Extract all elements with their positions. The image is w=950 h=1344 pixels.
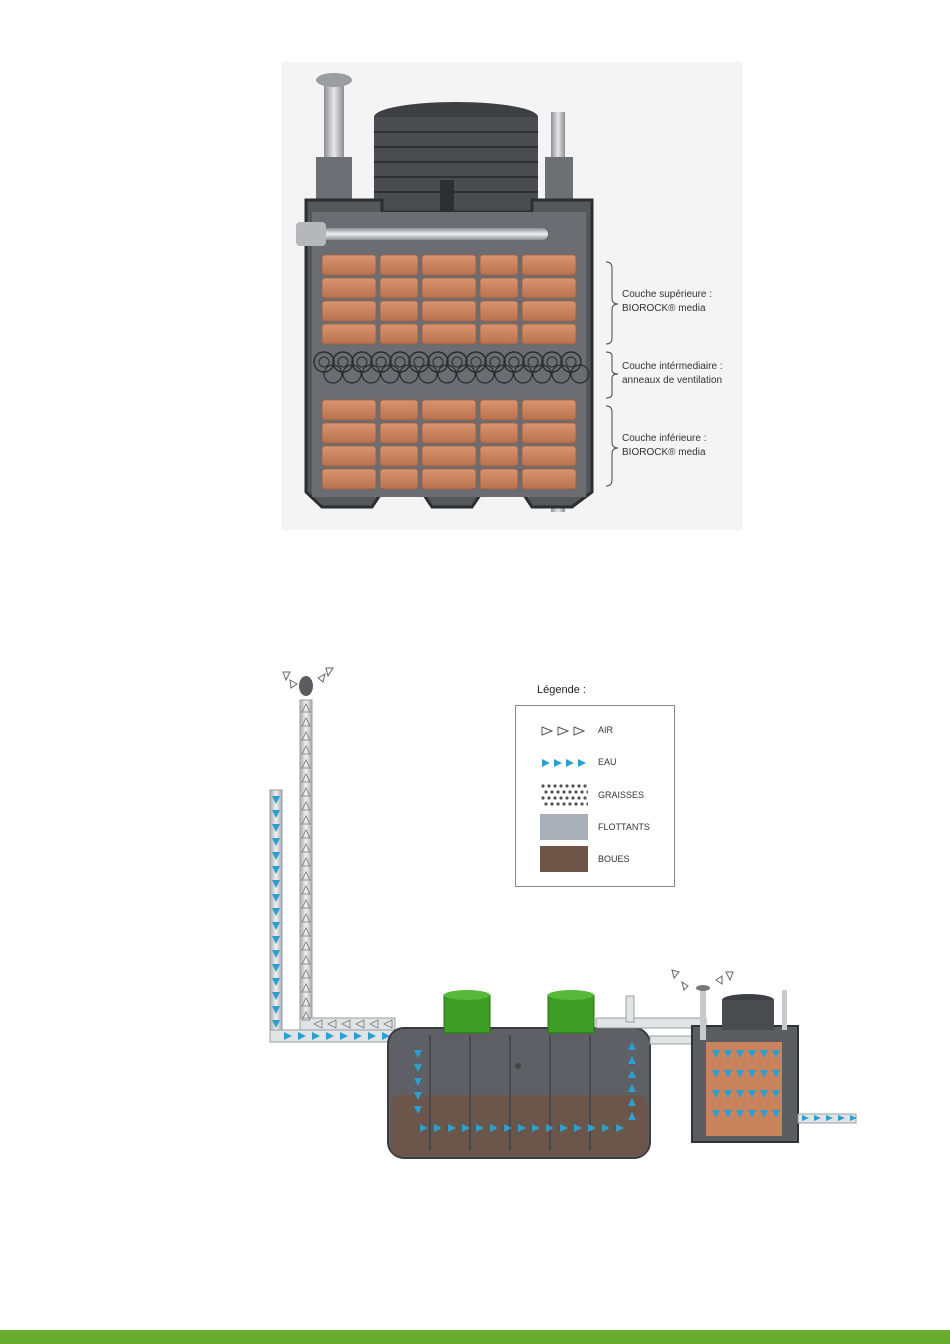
air-link-pipe — [596, 1018, 706, 1028]
vent-sleeve-left — [316, 157, 352, 202]
legend-item-sludge — [540, 846, 588, 872]
legend-label-water: EAU — [598, 757, 617, 767]
vent-sleeve-right — [545, 157, 573, 202]
distribution-pipe — [308, 228, 548, 240]
sludge-swatch — [540, 846, 588, 872]
middle-layer-label-line1: Couche intérmediaire : — [622, 360, 723, 374]
legend-item-grease — [540, 782, 588, 808]
vent-cap-left — [316, 73, 352, 87]
legend-label-grease: GRAISSES — [598, 790, 644, 800]
upper-layer-label-line2: BIOROCK® media — [622, 302, 712, 316]
middle-layer-label-line2: anneaux de ventilation — [622, 374, 723, 388]
grease-dots-icon — [540, 782, 588, 808]
floating-swatch — [540, 814, 588, 840]
legend-label-air: AIR — [598, 725, 613, 735]
footer-bar — [0, 1330, 950, 1344]
air-stack-arrows — [302, 704, 392, 1028]
legend-label-floating: FLOTTANTS — [598, 822, 650, 832]
layer-braces — [606, 262, 618, 486]
middle-layer-label: Couche intérmediaire : anneaux de ventil… — [622, 360, 723, 388]
installation-flow-drawing — [0, 650, 950, 1170]
tank-lid-left — [444, 995, 490, 1033]
legend-item-air — [540, 718, 588, 744]
inlet-fitting — [296, 222, 326, 246]
legend-title: Légende : — [537, 684, 586, 696]
inlet-water-arrows — [272, 796, 390, 1040]
upper-layer-label-line1: Couche supérieure : — [622, 288, 712, 302]
water-arrows-icon — [540, 750, 588, 776]
air-vent-stack — [283, 668, 395, 1030]
legend-item-floating — [540, 814, 588, 840]
lower-layer-label: Couche inférieure : BIOROCK® media — [622, 432, 707, 460]
septic-tank — [388, 990, 650, 1158]
tank-lid-right — [548, 995, 594, 1033]
legend: AIR EAU GRAISSES FLOTTANTS BOUES — [515, 705, 675, 887]
legend-item-water — [540, 750, 588, 776]
upper-layer-label: Couche supérieure : BIOROCK® media — [622, 288, 712, 316]
lower-layer-label-line1: Couche inférieure : — [622, 432, 707, 446]
legend-label-sludge: BOUES — [598, 854, 630, 864]
installation-flow-figure — [0, 650, 950, 1170]
lower-layer-label-line2: BIOROCK® media — [622, 446, 707, 460]
biorock-section-figure: Couche supérieure : BIOROCK® media Couch… — [282, 62, 742, 530]
biorock-unit — [672, 970, 798, 1142]
biorock-media — [706, 1042, 782, 1136]
riser-dome — [374, 102, 538, 212]
inlet-pipe — [270, 790, 395, 1042]
air-arrows-icon — [540, 718, 588, 744]
